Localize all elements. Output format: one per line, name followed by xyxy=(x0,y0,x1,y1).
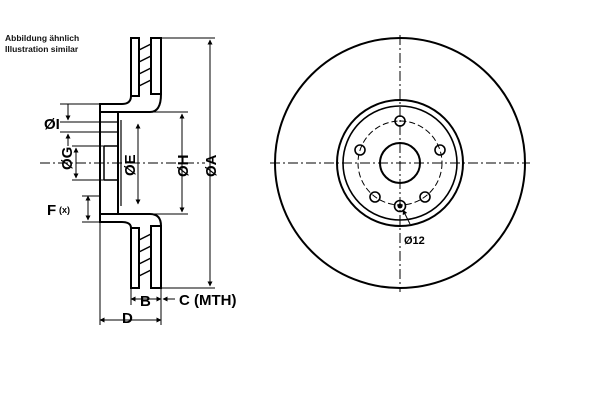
rotor-plate-inner-top xyxy=(150,37,162,95)
label-width-C: C (MTH) xyxy=(179,292,236,309)
vent-hatching xyxy=(138,43,152,277)
note-illustration-de: Abbildung ähnlich xyxy=(5,33,80,43)
bolt-hole xyxy=(369,191,381,203)
label-dia-H: ØH xyxy=(175,155,192,178)
disc-outer-edge xyxy=(274,37,526,289)
side-section-view xyxy=(99,37,162,289)
center-bore xyxy=(379,142,421,184)
label-width-D: D xyxy=(122,310,133,327)
bolt-hole xyxy=(419,191,431,203)
label-dia-G: ØG xyxy=(59,147,76,170)
label-hole-dia: Ø12 xyxy=(404,235,425,247)
marked-hole xyxy=(393,199,407,213)
hat-outer xyxy=(336,99,464,227)
label-dia-A: ØA xyxy=(203,154,220,177)
dimension-lines xyxy=(40,37,215,325)
label-dia-I: ØI xyxy=(44,116,60,133)
rotor-plate-outer-bottom xyxy=(130,227,140,289)
rotor-plate-outer-top xyxy=(130,37,140,97)
bolt-hole xyxy=(434,144,446,156)
label-width-B: B xyxy=(140,293,151,310)
bolt-hole xyxy=(394,115,406,127)
note-illustration-en: Illustration similar xyxy=(5,44,79,54)
label-offset-F-sub: (x) xyxy=(59,205,70,215)
bolt-hole xyxy=(354,144,366,156)
front-view xyxy=(270,35,530,292)
label-offset-F: F xyxy=(47,202,56,219)
rotor-plate-inner-bottom xyxy=(150,225,162,289)
hat-inner xyxy=(342,105,458,221)
label-dia-E: ØE xyxy=(122,154,139,176)
